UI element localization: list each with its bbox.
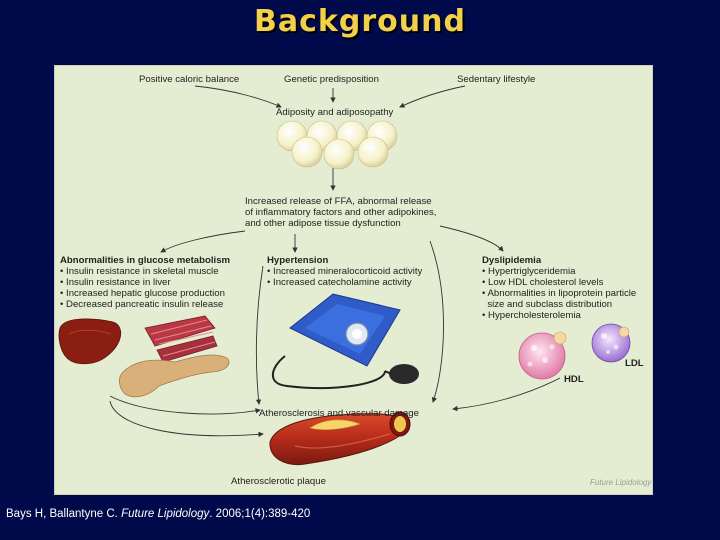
diagram-artwork <box>58 85 631 466</box>
label-sedentary-lifestyle: Sedentary lifestyle <box>457 74 536 85</box>
citation: Bays H, Ballantyne C. Future Lipidology.… <box>6 508 310 520</box>
citation-journal: Future Lipidology <box>121 508 210 520</box>
citation-authors: Bays H, Ballantyne C. <box>6 508 118 520</box>
label-ffa-line-2: of inflammatory factors and other adipok… <box>245 207 437 218</box>
label-atherosclerosis: Atherosclerosis and vascular damage <box>259 408 419 419</box>
dyslipidemia-item: • Low HDL cholesterol levels <box>482 277 604 288</box>
arrow-dys-athero <box>452 377 561 412</box>
glucose-item: • Decreased pancreatic insulin release <box>60 299 224 310</box>
fat-cells-illustration <box>276 120 398 170</box>
arrow-glucose-athero <box>109 395 261 415</box>
hypertension-heading: Hypertension <box>267 255 329 266</box>
ldl-label: LDL <box>625 358 644 369</box>
ldl-particle-illustration <box>591 323 631 363</box>
muscle-illustration <box>144 315 218 363</box>
arrow-hyp-athero <box>255 265 264 405</box>
label-ffa-line-1: Increased release of FFA, abnormal relea… <box>245 196 432 207</box>
dyslipidemia-item: • Hypercholesterolemia <box>482 310 581 321</box>
glucose-item: • Insulin resistance in skeletal muscle <box>60 266 219 277</box>
hypertension-item: • Increased catecholamine activity <box>267 277 412 288</box>
label-caloric-balance: Positive caloric balance <box>139 74 240 85</box>
dyslipidemia-item: • Abnormalities in lipoprotein particle <box>482 288 637 299</box>
arrow-ffa-athero <box>429 240 444 403</box>
dyslipidemia-heading: Dyslipidemia <box>482 255 542 266</box>
pancreas-illustration <box>119 354 230 398</box>
slide-title: Background <box>254 4 466 39</box>
citation-details: . 2006;1(4):389-420 <box>209 508 311 520</box>
arrow-to-dyslipidemia <box>439 225 504 252</box>
diagram-panel: Positive caloric balance Genetic predisp… <box>55 66 652 494</box>
glucose-item: • Insulin resistance in liver <box>60 277 171 288</box>
blood-pressure-cuff-illustration <box>271 293 419 389</box>
dyslipidemia-item: • Hypertriglyceridemia <box>482 266 576 277</box>
label-plaque: Atherosclerotic plaque <box>231 476 326 487</box>
hdl-particle-illustration <box>518 331 567 380</box>
artery-illustration <box>269 411 411 466</box>
arrow-sedentary <box>399 85 466 108</box>
hypertension-item: • Increased mineralocorticoid activity <box>267 266 423 277</box>
label-adiposity: Adiposity and adiposopathy <box>276 107 394 118</box>
arrow-caloric <box>194 85 282 108</box>
hdl-label: HDL <box>564 374 584 385</box>
arrow-glucose-plaque <box>109 400 264 438</box>
liver-illustration <box>58 318 121 365</box>
glucose-heading: Abnormalities in glucose metabolism <box>60 255 231 266</box>
watermark: Future Lipidology <box>590 478 652 487</box>
glucose-item: • Increased hepatic glucose production <box>60 288 225 299</box>
dyslipidemia-item: size and subclass distribution <box>482 299 613 310</box>
label-ffa-line-3: and other adipose tissue dysfunction <box>245 218 401 229</box>
label-genetic-predisposition: Genetic predisposition <box>284 74 379 85</box>
arrow-to-glucose <box>160 230 246 253</box>
